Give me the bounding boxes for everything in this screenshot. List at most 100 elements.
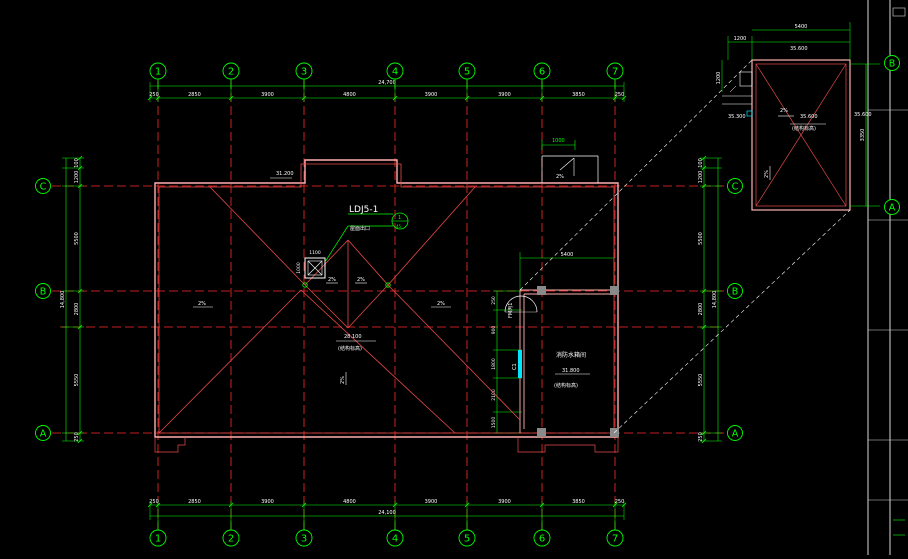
dim-label-bottom: 3900 — [498, 499, 511, 505]
dim-tick-right — [701, 430, 707, 436]
axis-bubble-4-top — [386, 62, 404, 80]
dim-label-left: 5550 — [74, 374, 80, 387]
axis-bubble-text-C: C — [732, 182, 739, 193]
dim-label-right: 5500 — [698, 232, 704, 245]
detail-axis-bubble-B — [884, 55, 900, 71]
axis-bubble-B-right — [727, 283, 743, 299]
axis-bubble-B-left — [35, 283, 51, 299]
dim-tick-top — [621, 95, 627, 101]
detail-elevation-inner: 35.600 — [800, 114, 818, 120]
dim-total-label-bottom: 24,100 — [378, 510, 396, 516]
axis-bubble-text-7: 7 — [612, 534, 618, 545]
axis-bubble-C-right — [727, 178, 743, 194]
dim-tick-top — [147, 95, 153, 101]
dim-label-top: 250 — [615, 92, 625, 98]
dim-tick-left — [77, 324, 83, 330]
dim-tick-right — [701, 288, 707, 294]
dim-tick-right — [701, 183, 707, 189]
axis-bubble-7-top — [606, 62, 624, 80]
dim-label-right: 1200 — [698, 171, 704, 184]
axis-bubble-text-3: 3 — [301, 67, 307, 78]
dim-label-inner-left: 1500 — [491, 417, 497, 429]
door-fm — [504, 295, 538, 313]
detail-dim-left: 1200 — [716, 72, 722, 85]
dim-tick-right — [701, 324, 707, 330]
callout-ref-num: 1 — [398, 215, 401, 221]
axis-bubble-3-bottom — [295, 529, 313, 547]
dim-tick-bottom — [301, 502, 307, 508]
dim-label-right: 5550 — [698, 374, 704, 387]
dim-tick-bottom — [464, 502, 470, 508]
dim-tick-top — [155, 95, 161, 101]
dim-tick-right — [701, 155, 707, 161]
axis-bubble-text-2: 2 — [228, 67, 234, 78]
dim-tick-left — [77, 155, 83, 161]
axis-bubble-5-bottom — [458, 529, 476, 547]
room-name: 消防水箱间 — [556, 351, 586, 359]
dim-label-bottom: 3850 — [572, 499, 585, 505]
callout-note: 屋面出口 — [350, 225, 370, 232]
dim-total-label-right: 14,800 — [712, 291, 718, 309]
axis-bubble-text-4: 4 — [392, 67, 398, 78]
axis-bubble-text-5: 5 — [464, 67, 470, 78]
dim-label-left: 2800 — [74, 303, 80, 316]
axis-bubble-2-bottom — [222, 529, 240, 547]
main-elevation: 28.100 — [344, 334, 362, 340]
detail-note: (结构标高) — [792, 125, 816, 132]
dim-label-top: 2850 — [188, 92, 201, 98]
axis-bubble-7-bottom — [606, 529, 624, 547]
dim-label-inner-left: 250 — [491, 296, 497, 305]
dim-total-label-top: 24,700 — [378, 80, 396, 86]
axis-bubble-text-B: B — [40, 287, 47, 298]
building-outline — [154, 159, 619, 453]
axis-bubble-text-4: 4 — [392, 534, 398, 545]
axis-bubble-text-1: 1 — [155, 67, 161, 78]
roof-outlet-detail — [541, 140, 599, 183]
axis-grid-lines — [52, 80, 730, 530]
detail-axis-bubble-A — [884, 199, 900, 215]
roof-hatch — [304, 257, 326, 279]
slope-center-right: 2% — [357, 277, 365, 283]
dim-label-right: 2800 — [698, 303, 704, 316]
detail-slope-v: 2% — [764, 170, 770, 178]
axis-bubble-6-top — [533, 62, 551, 80]
axis-bubble-1-bottom — [149, 529, 167, 547]
dim-tick-top — [539, 95, 545, 101]
main-elevation-note: (结构标高) — [338, 345, 362, 352]
dim-tick-right — [701, 165, 707, 171]
axis-bubble-text-A: A — [40, 429, 47, 440]
small-dim-top: 1000 — [552, 138, 565, 144]
dim-tick-bottom — [612, 502, 618, 508]
axis-bubble-1-top — [149, 62, 167, 80]
detail-dim-right: 3350 — [860, 129, 866, 142]
dim-tick-left — [77, 430, 83, 436]
dim-label-left: 5500 — [74, 232, 80, 245]
window-label: C1 — [512, 363, 518, 370]
dim-label-inner-left: 2100 — [491, 389, 497, 401]
callout-code: LDJ5-1 — [349, 205, 378, 215]
dim-label-bottom: 2850 — [188, 499, 201, 505]
room-elevation: 31.800 — [562, 368, 580, 374]
dim-label-bottom: 4800 — [343, 499, 356, 505]
slope-bottom: 2% — [340, 376, 346, 384]
door-label: FM丙1 — [508, 303, 514, 318]
dim-label-top: 3850 — [572, 92, 585, 98]
dim-total-label-left: 14,800 — [60, 291, 66, 309]
dim-tick-left — [77, 288, 83, 294]
detail-dim-top: 5400 — [795, 24, 808, 30]
slope-left: 2% — [198, 301, 206, 307]
dim-label-top: 250 — [149, 92, 159, 98]
dim-tick-bottom — [392, 502, 398, 508]
dim-tick-right — [701, 438, 707, 444]
dim-tick-bottom — [228, 502, 234, 508]
axis-bubble-6-bottom — [533, 529, 551, 547]
dim-label-bottom: 3900 — [261, 499, 274, 505]
structural-columns — [537, 286, 619, 437]
dim-label-left: 1200 — [74, 171, 80, 184]
dim-label-right: 100 — [698, 158, 704, 168]
drawing-text: LDJ5-1 屋面出口 1 4 5 28.100 (结构标高) 消防水箱间 31.… — [198, 46, 872, 389]
roof-exit-callout — [324, 212, 409, 263]
detail-tank-roof — [519, 22, 880, 434]
